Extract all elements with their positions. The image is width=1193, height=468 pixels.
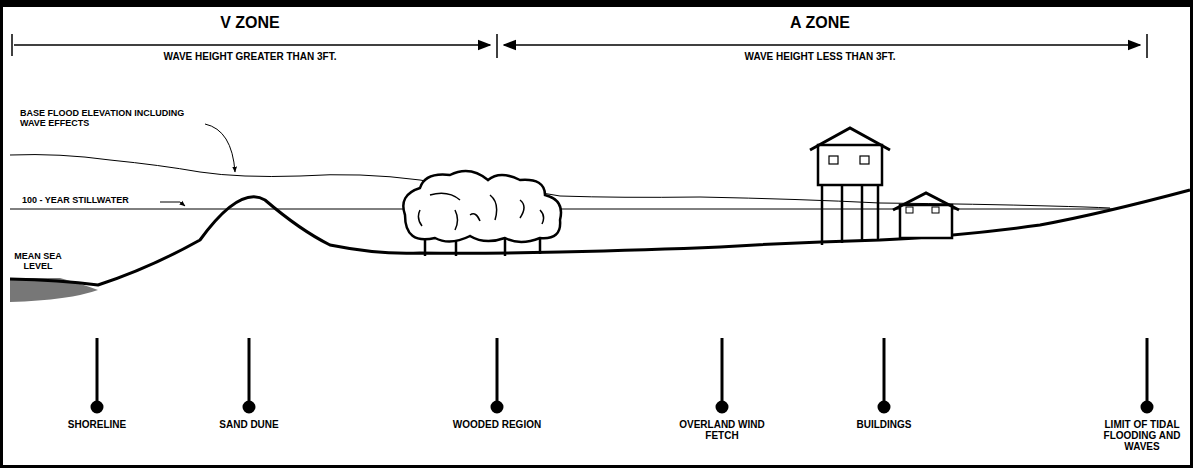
water-level-label: MEAN SEA LEVEL — [8, 252, 68, 272]
zone-subtitle: WAVE HEIGHT GREATER THAN 3FT. — [164, 51, 337, 62]
elevation-label: 100 - YEAR STILLWATER — [20, 196, 131, 206]
zone-subtitle: WAVE HEIGHT LESS THAN 3FT. — [745, 51, 896, 62]
callout-label: WOODED REGION — [453, 419, 541, 430]
callout-label: OVERLAND WIND FETCH — [667, 419, 777, 441]
callout-label: BUILDINGS — [857, 419, 912, 430]
callout-label: SHORELINE — [68, 419, 126, 430]
zone-title: V ZONE — [220, 14, 280, 32]
elevation-label: BASE FLOOD ELEVATION INCLUDING WAVE EFFE… — [20, 109, 195, 129]
zone-title: A ZONE — [790, 14, 850, 32]
callout-label: SAND DUNE — [219, 419, 278, 430]
callout-label: LIMIT OF TIDAL FLOODING AND WAVES — [1097, 419, 1187, 452]
